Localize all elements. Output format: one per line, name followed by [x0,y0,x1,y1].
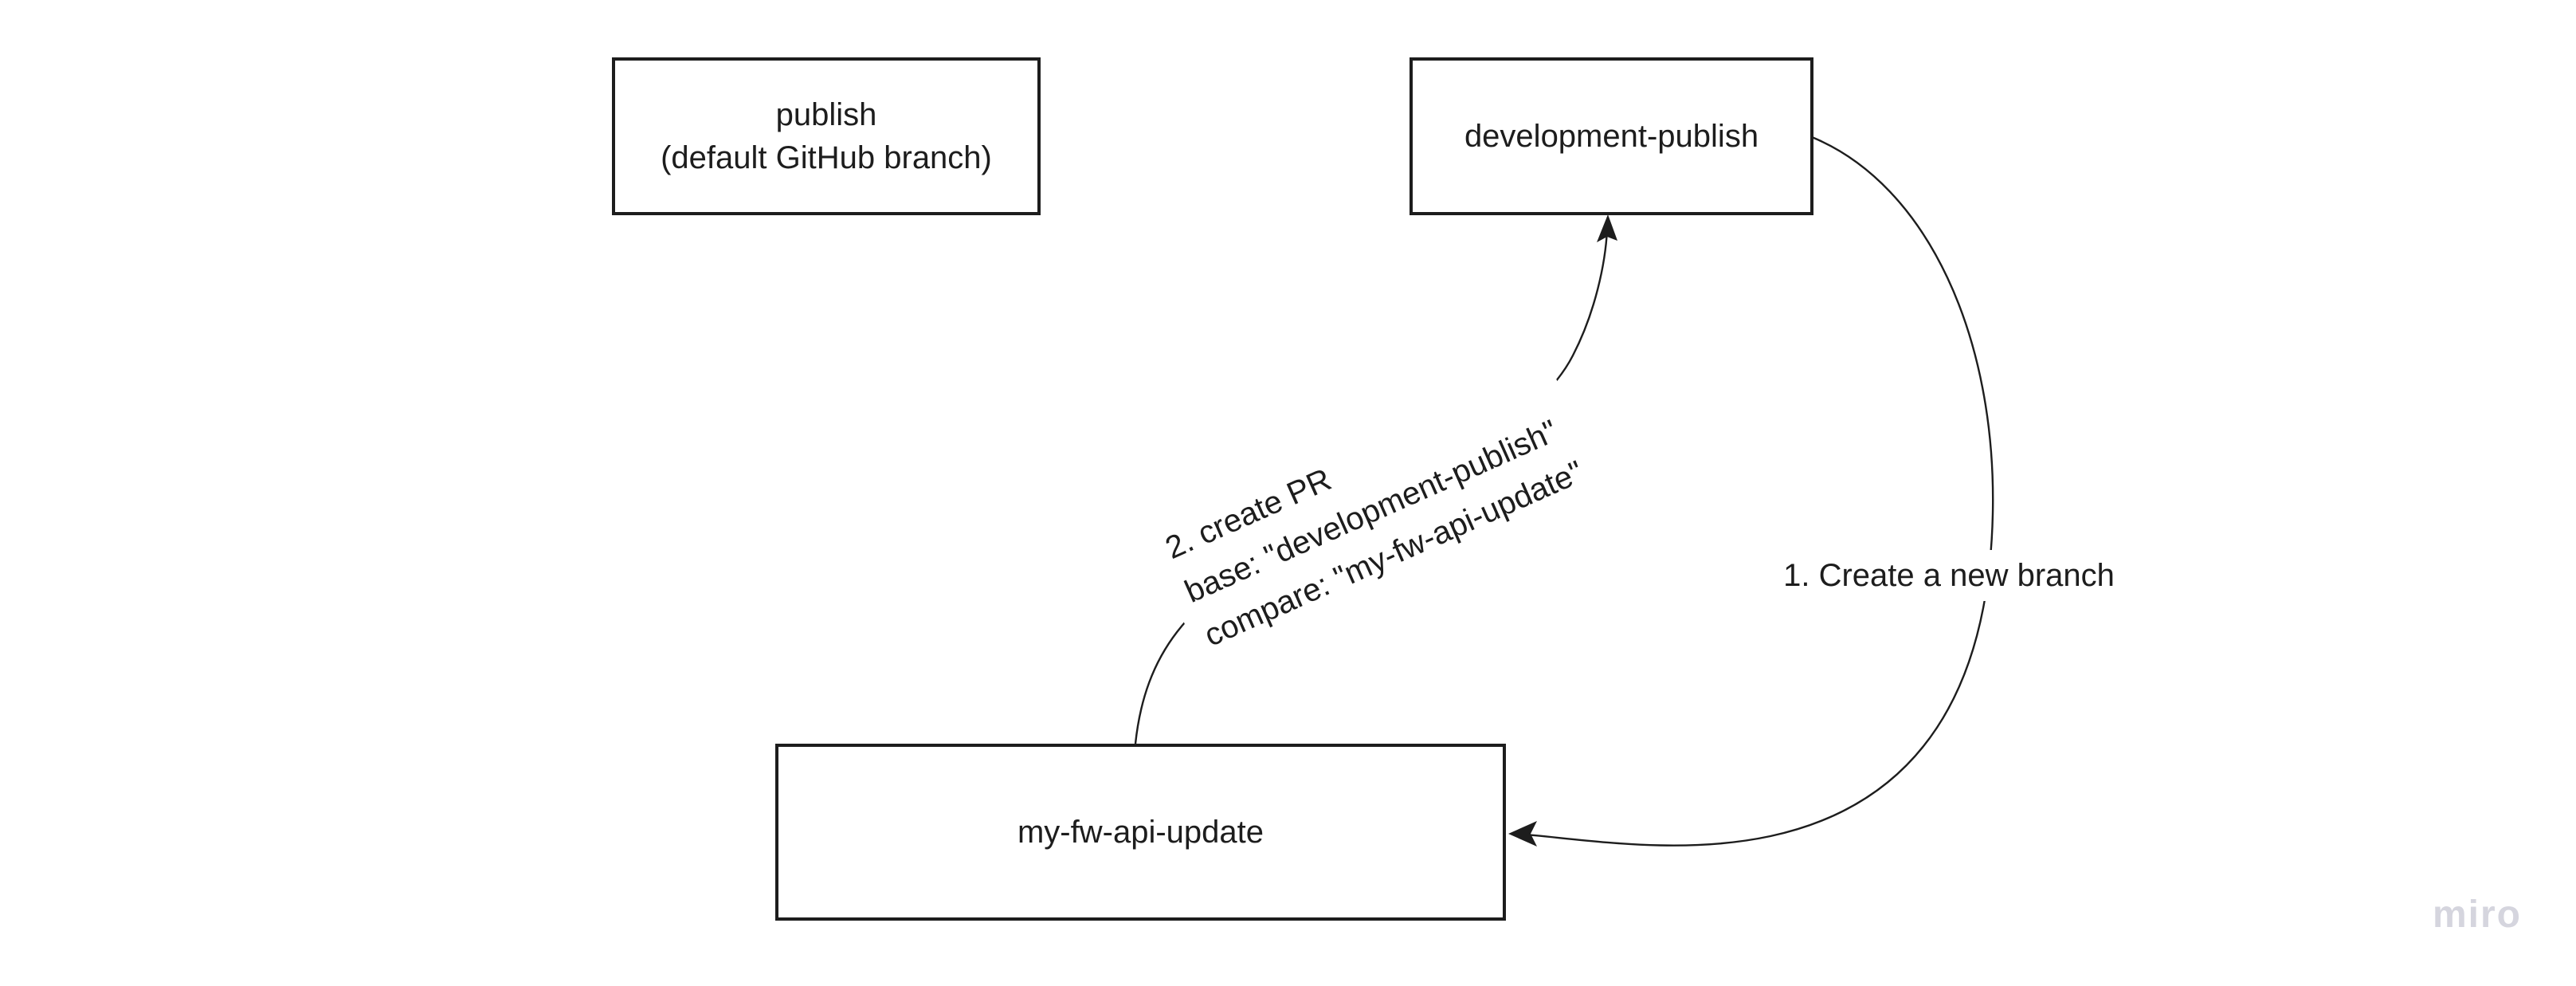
node-publish-label-line1: publish [775,97,877,132]
miro-watermark: miro [2432,894,2522,936]
node-development-publish[interactable]: development-publish [1410,57,1813,215]
node-publish[interactable]: publish (default GitHub branch) [612,57,1041,215]
node-publish-label: publish (default GitHub branch) [661,93,992,179]
node-my-fw-api-update-label: my-fw-api-update [1017,815,1264,850]
node-publish-label-line2: (default GitHub branch) [661,140,992,175]
node-development-publish-label: development-publish [1464,119,1759,154]
arrowhead-left-icon [1508,821,1537,847]
arrowhead-up-icon [1597,214,1617,242]
connector-create-branch-line[interactable] [1508,136,1994,847]
node-my-fw-api-update[interactable]: my-fw-api-update [775,744,1506,921]
connector-label-create-branch[interactable]: 1. Create a new branch [1770,550,2127,601]
